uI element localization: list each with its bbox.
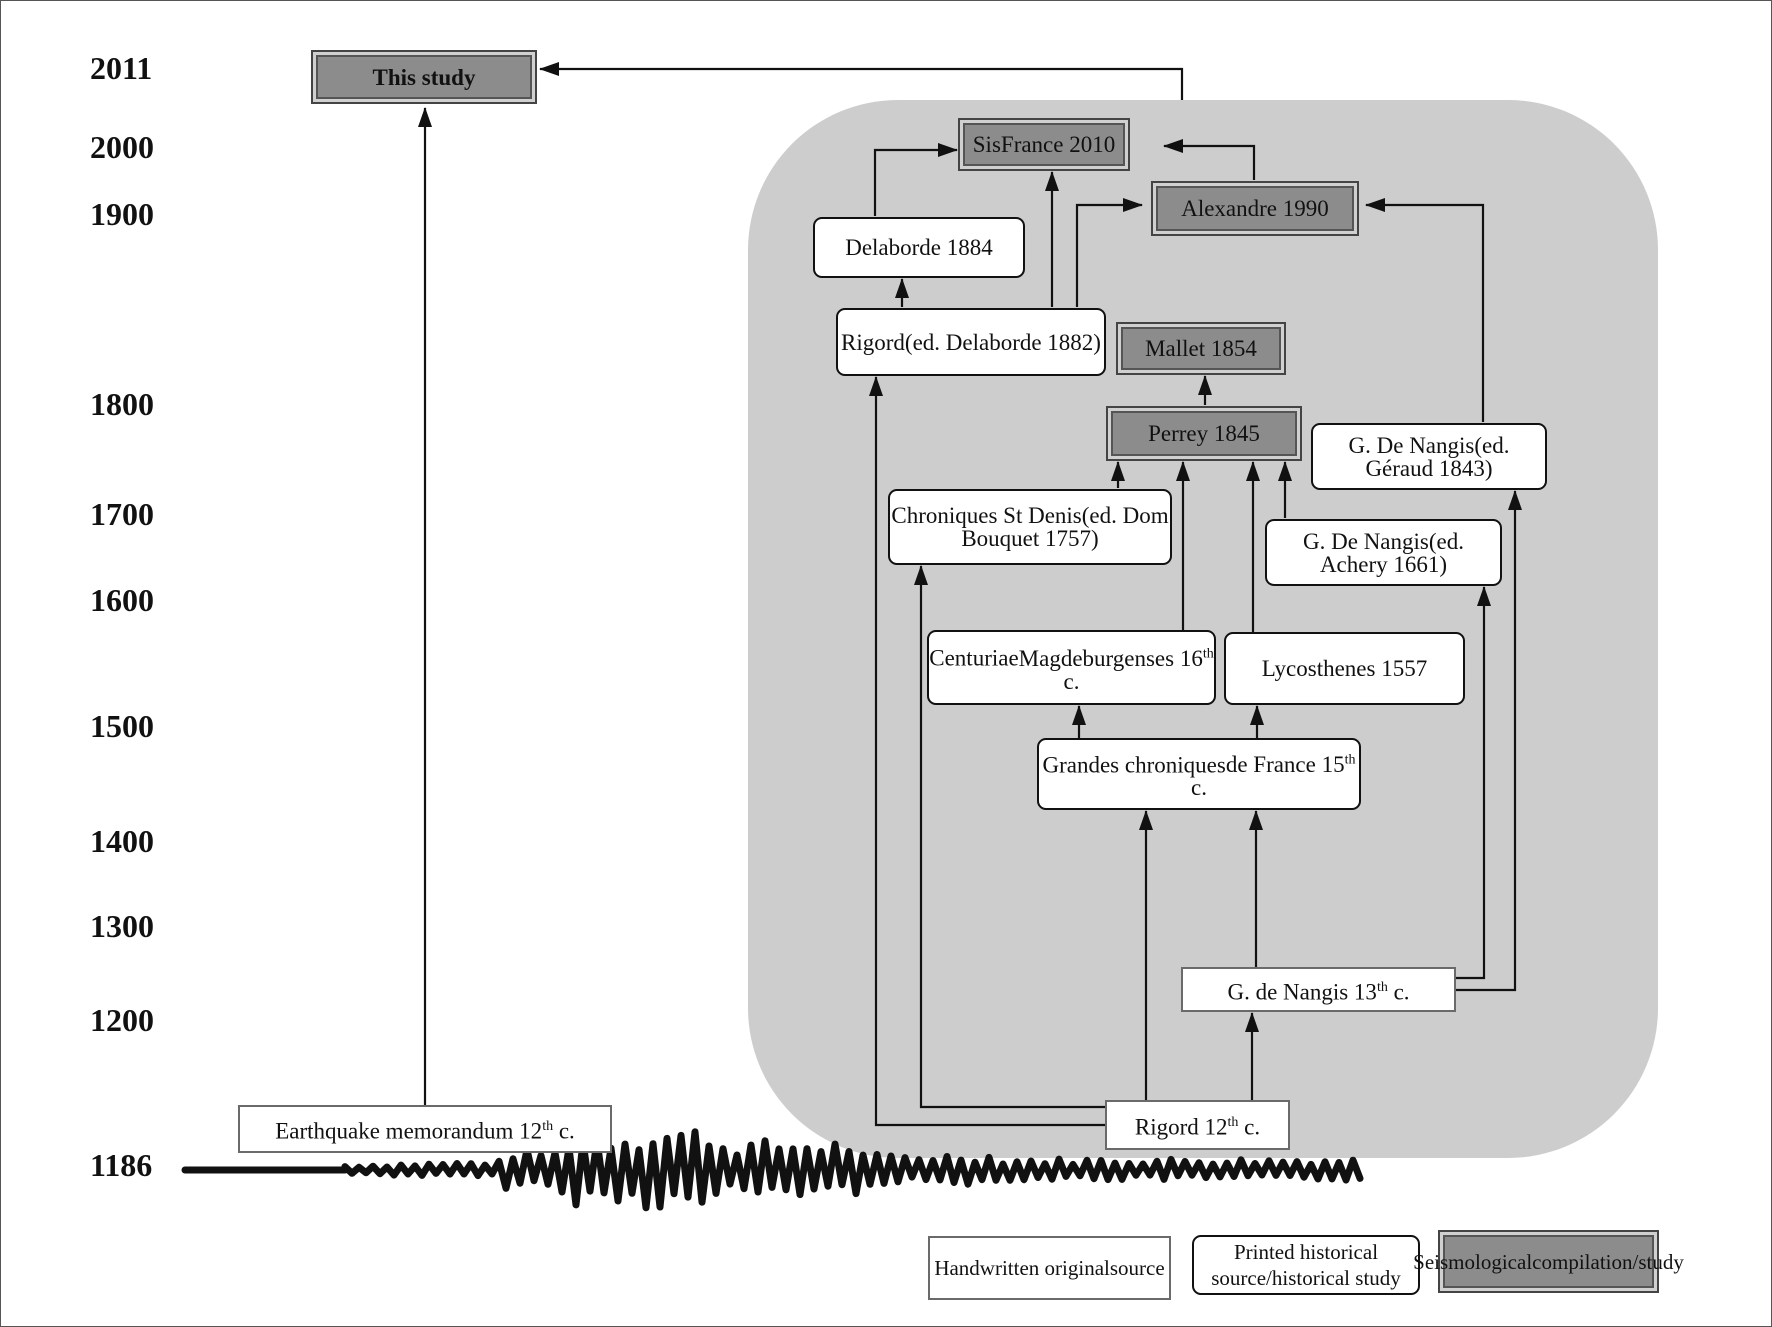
seismogram <box>181 1128 1364 1212</box>
node-perrey-label: Perrey 1845 <box>1148 421 1260 446</box>
arrow-alexandre-to-sisfrance <box>1163 139 1256 180</box>
node-mallet-label: Mallet 1854 <box>1145 336 1257 361</box>
year-label-1600: 1600 <box>90 582 154 618</box>
node-sisfrance-2010[interactable]: SisFrance 2010 <box>958 118 1130 171</box>
year-label-1200: 1200 <box>90 1002 154 1038</box>
year-label-1700: 1700 <box>90 496 154 532</box>
legend-handwritten-line2: source <box>1109 1256 1165 1280</box>
node-memorandum-main: Earthquake memorandum 12 <box>275 1118 543 1144</box>
year-label-2011: 2011 <box>90 50 153 86</box>
node-centuriae-line2: Magdeburgenses 16th c. <box>1019 646 1214 694</box>
legend-printed-line1: Printed historical source/ <box>1211 1240 1379 1290</box>
arrow-nangis-geraud-to-alexandre <box>1365 198 1485 422</box>
legend-printed-source: Printed historical source/historical stu… <box>1192 1235 1420 1295</box>
year-label-1186: 1186 <box>90 1147 153 1183</box>
node-centuriae-line2-suffix: c. <box>1063 668 1080 694</box>
node-chroniques-line2: (ed. Dom Bouquet 1757) <box>961 503 1169 551</box>
node-centuriae-magdeburgenses[interactable]: CenturiaeMagdeburgenses 16th c. <box>927 630 1216 705</box>
arrow-delaborde-to-sisfrance <box>873 143 958 216</box>
node-delaborde-label: Delaborde 1884 <box>845 235 993 260</box>
node-nangis-geraud-line1: G. De Nangis <box>1348 432 1475 458</box>
node-grandes-line2-suffix: c. <box>1191 775 1207 801</box>
node-nangis13-superscript: th <box>1376 979 1388 995</box>
year-label-1900: 1900 <box>90 196 154 232</box>
node-this-study[interactable]: This study <box>311 50 537 104</box>
node-nangis-geraud-line2: (ed. Géraud 1843) <box>1365 432 1510 481</box>
node-earthquake-memorandum[interactable]: Earthquake memorandum 12th c. <box>238 1105 612 1153</box>
arrow-panel-to-this-study <box>539 62 1184 100</box>
node-alexandre-1990[interactable]: Alexandre 1990 <box>1151 181 1359 236</box>
node-nangis-achery-1661[interactable]: G. De Nangis(ed. Achery 1661) <box>1265 519 1502 586</box>
year-label-2000: 2000 <box>90 129 154 165</box>
node-nangis-geraud-1843[interactable]: G. De Nangis(ed. Géraud 1843) <box>1311 423 1547 490</box>
arrow-nangis13-to-nangis-geraud <box>1456 490 1522 992</box>
year-label-1800: 1800 <box>90 386 154 422</box>
node-sisfrance-label: SisFrance 2010 <box>972 132 1116 157</box>
node-rigord12-label: Rigord 12th c. <box>1135 1111 1260 1139</box>
arrow-nangis13-to-nangis-achery <box>1456 586 1491 980</box>
legend-seismological-line2: compilation/study <box>1532 1249 1684 1274</box>
node-memorandum-label: Earthquake memorandum 12th c. <box>275 1115 575 1143</box>
node-grandes-chroniques[interactable]: Grandes chroniquesde France 15th c. <box>1037 738 1361 810</box>
node-rigord-12th-century[interactable]: Rigord 12th c. <box>1105 1100 1290 1150</box>
node-grandes-line1: Grandes chroniques <box>1042 752 1226 778</box>
arrow-rigord12-to-rigord-ed <box>869 376 1106 1127</box>
year-label-1500: 1500 <box>90 708 154 744</box>
node-chroniques-line1: Chroniques St Denis <box>891 503 1082 528</box>
node-nangis13-suffix: c. <box>1387 979 1410 1005</box>
node-centuriae-line2-main: Magdeburgenses 16 <box>1018 645 1203 671</box>
node-mallet-1854[interactable]: Mallet 1854 <box>1116 322 1286 375</box>
legend-handwritten-line1: Handwritten original <box>934 1256 1110 1280</box>
node-rigord-ed-line2: (ed. Delaborde 1882) <box>904 329 1101 355</box>
node-nangis-13th-century[interactable]: G. de Nangis 13th c. <box>1181 967 1456 1012</box>
node-rigord-ed-delaborde-1882[interactable]: Rigord(ed. Delaborde 1882) <box>836 308 1106 376</box>
node-perrey-1845[interactable]: Perrey 1845 <box>1106 406 1302 461</box>
node-rigord12-suffix: c. <box>1238 1114 1261 1140</box>
node-nangis13-main: G. de Nangis 13 <box>1227 979 1377 1005</box>
node-centuriae-line1: Centuriae <box>929 645 1019 671</box>
arrow-rigord12-to-chroniques <box>914 565 1106 1109</box>
node-nangis-achery-line2: (ed. Achery 1661) <box>1319 528 1464 577</box>
node-grandes-line2: de France 15th c. <box>1191 752 1355 800</box>
node-lycosthenes-label: Lycosthenes 1557 <box>1261 656 1428 681</box>
node-rigord-ed-line1: Rigord <box>841 329 905 355</box>
node-delaborde-1884[interactable]: Delaborde 1884 <box>813 217 1025 278</box>
node-memorandum-suffix: c. <box>553 1118 575 1144</box>
legend-seismological-line1: Seismological <box>1413 1249 1533 1274</box>
node-lycosthenes-1557[interactable]: Lycosthenes 1557 <box>1224 632 1465 705</box>
arrow-rigord-ed-to-alexandre <box>1075 198 1143 307</box>
node-this-study-label: This study <box>372 64 476 90</box>
node-centuriae-superscript: th <box>1202 646 1214 662</box>
year-label-1400: 1400 <box>90 823 154 859</box>
node-nangis-achery-line1: G. De Nangis <box>1303 528 1429 554</box>
node-chroniques-st-denis-1757[interactable]: Chroniques St Denis(ed. Dom Bouquet 1757… <box>888 489 1172 565</box>
node-memorandum-superscript: th <box>542 1119 554 1135</box>
legend-handwritten-source: Handwritten originalsource <box>928 1236 1171 1300</box>
legend-seismological-compilation: Seismologicalcompilation/study <box>1413 1230 1684 1293</box>
node-grandes-line2-main: de France 15 <box>1225 752 1345 778</box>
node-grandes-superscript: th <box>1344 752 1356 768</box>
year-label-1300: 1300 <box>90 908 154 944</box>
node-rigord12-main: Rigord 12 <box>1134 1114 1228 1140</box>
node-rigord12-superscript: th <box>1227 1115 1239 1131</box>
node-nangis13-label: G. de Nangis 13th c. <box>1227 976 1409 1004</box>
legend-printed-line2: historical study <box>1271 1266 1401 1290</box>
node-alexandre-label: Alexandre 1990 <box>1181 196 1329 221</box>
